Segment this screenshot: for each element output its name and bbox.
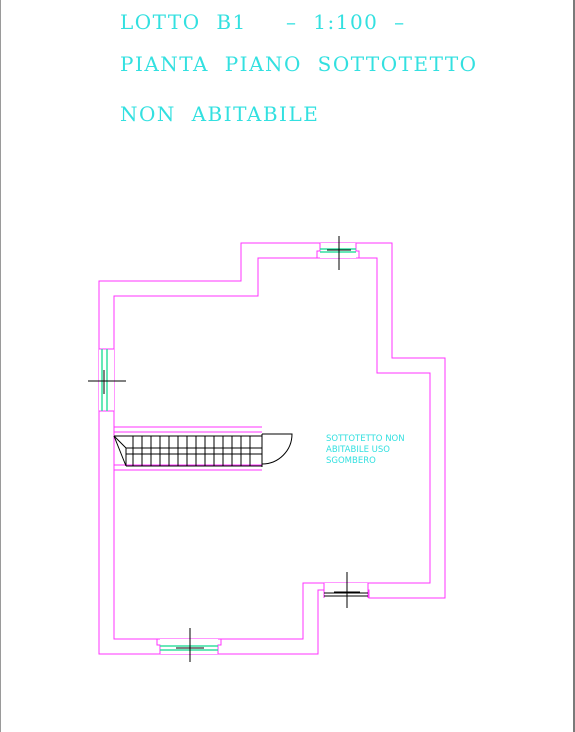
- window-left: [88, 348, 126, 412]
- room-label-line-1: SOTTOTETTO NON: [326, 434, 405, 444]
- hatch-door-swing: [261, 433, 293, 465]
- room-label-line-2: ABITABILE USO: [326, 445, 390, 455]
- inner-wall: [113, 257, 431, 640]
- staircase: [113, 434, 263, 467]
- window-bottom-right: [323, 572, 369, 608]
- drawing-title-lot: LOTTO B1 – 1:100 –: [120, 10, 406, 34]
- stair-opening: [114, 426, 262, 471]
- stair-treads: [132, 436, 251, 466]
- window-bottom: [156, 628, 222, 662]
- window-top: [316, 236, 360, 270]
- outer-wall: [98, 242, 446, 655]
- room-label-line-3: SGOMBERO: [326, 456, 376, 466]
- drawing-title-status: NON ABITABILE: [120, 102, 320, 126]
- drawing-title-plan: PIANTA PIANO SOTTOTETTO: [120, 52, 478, 76]
